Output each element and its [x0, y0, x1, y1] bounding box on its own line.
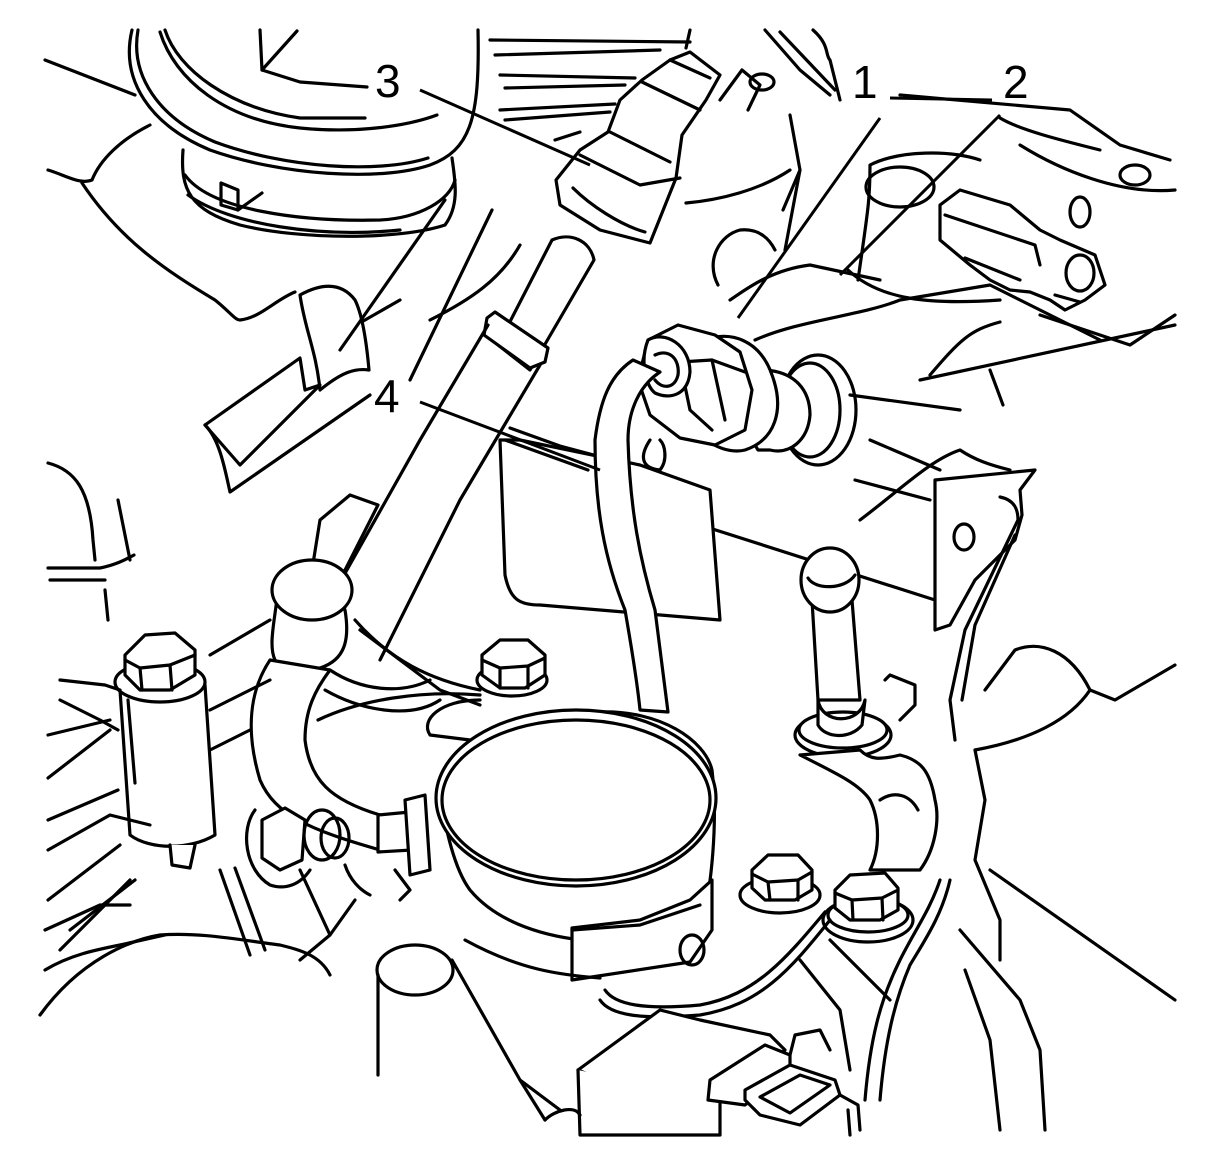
bolt-left-standoff — [46, 618, 272, 952]
callout-2: 2 — [1003, 56, 1029, 108]
fuel-hose-connector — [488, 28, 842, 252]
diagonal-hose — [253, 198, 596, 742]
callouts: 3 1 2 4 — [374, 55, 1029, 472]
callout-4: 4 — [374, 370, 400, 422]
canister — [434, 708, 718, 982]
engine-housing-left — [43, 58, 402, 622]
bolts — [46, 618, 915, 952]
bent-fuel-pipe — [249, 558, 482, 877]
leader-line-2 — [838, 113, 1002, 277]
bolt-lower-right — [821, 871, 915, 944]
round-cap — [127, 28, 480, 238]
fuel-line-fitting — [636, 228, 882, 467]
fuel-pipe-vertical — [498, 358, 722, 714]
mounting-bracket-right — [698, 283, 1177, 1132]
leader-line-3 — [419, 88, 591, 167]
leader-line-1-horizontal — [889, 96, 993, 102]
engine-housing-lower — [38, 863, 582, 1122]
callout-3: 3 — [375, 55, 401, 107]
bolt-lower-center — [738, 853, 822, 915]
bolt-lower-left — [245, 806, 351, 889]
sensor-rod — [793, 546, 939, 872]
leader-line-1 — [736, 117, 882, 319]
leader-line-4 — [419, 400, 601, 472]
bottom-electrical-connector — [576, 1008, 862, 1137]
bolt-center-top — [475, 638, 549, 698]
wiring-harness — [598, 878, 952, 1102]
callout-1: 1 — [852, 56, 878, 108]
